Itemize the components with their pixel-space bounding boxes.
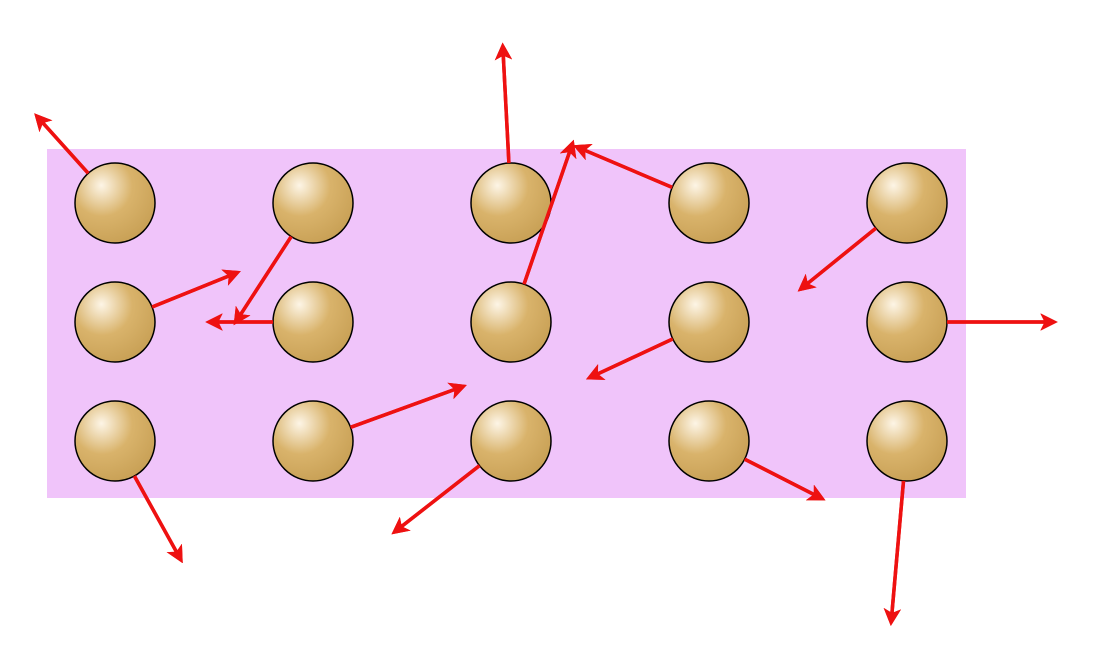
velocity-arrow-overlay-r2-c3 [743, 457, 826, 501]
velocity-arrow-overlay-r0-c0 [34, 113, 90, 175]
particle-r1-c3 [668, 281, 750, 363]
velocity-arrow-overlay-r0-c2 [494, 42, 513, 164]
particle-r2-c2 [470, 400, 552, 482]
particle-r0-c2 [470, 162, 552, 244]
velocity-arrow-overlay-r1-c2 [522, 139, 577, 285]
particles [74, 162, 948, 482]
particle-r1-c0 [74, 281, 156, 363]
particle-r0-c4 [866, 162, 948, 244]
particle-r2-c3 [668, 400, 750, 482]
particle-r0-c3 [668, 162, 750, 244]
particle-r0-c1 [272, 162, 354, 244]
particle-r2-c0 [74, 400, 156, 482]
particle-r2-c4 [866, 400, 948, 482]
velocity-arrow-overlay-r1-c3 [585, 337, 674, 380]
particle-r1-c4 [866, 281, 948, 363]
particle-r1-c1 [272, 281, 354, 363]
velocity-arrow-overlay-r0-c3 [572, 144, 673, 189]
velocity-arrow-overlay-r1-c0 [151, 269, 241, 309]
velocity-arrow-overlay-r2-c2 [391, 464, 481, 535]
velocity-arrow-overlay-r2-c1 [349, 382, 467, 429]
velocity-arrow-overlay-r2-c0 [132, 475, 183, 564]
particle-r0-c0 [74, 162, 156, 244]
particle-r1-c2 [470, 281, 552, 363]
velocity-arrow-overlay-r2-c4 [883, 480, 906, 627]
velocity-arrows-overlay [34, 42, 1058, 627]
velocity-arrow-overlay-r0-c4 [797, 226, 878, 292]
velocity-arrow-overlay-r0-c1 [233, 235, 293, 326]
particle-r2-c1 [272, 400, 354, 482]
